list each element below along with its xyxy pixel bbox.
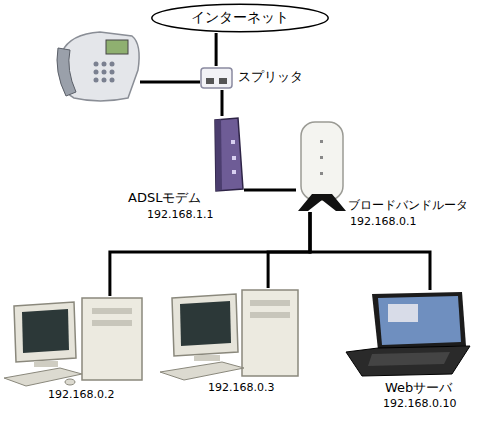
splitter-port bbox=[206, 78, 214, 84]
laptop-screen bbox=[378, 296, 461, 345]
monitor-stand bbox=[194, 355, 220, 361]
pc-node: 192.168.0.3 bbox=[158, 288, 300, 378]
label-holder: スプリッタ bbox=[238, 69, 303, 85]
splitter-port bbox=[219, 78, 227, 84]
ip-address: 192.168.0.2 bbox=[48, 388, 114, 401]
label-holder: 192.168.0.1 bbox=[350, 215, 416, 228]
phone-key bbox=[110, 70, 115, 75]
telephone bbox=[57, 32, 139, 101]
monitor-screen bbox=[180, 301, 231, 346]
phone-wire bbox=[140, 81, 200, 84]
phone-key bbox=[110, 62, 115, 67]
monitor-screen bbox=[22, 309, 69, 353]
modem-led bbox=[232, 156, 236, 160]
broadband-router bbox=[298, 122, 346, 211]
device-name: Webサーバ bbox=[385, 380, 452, 395]
ip-address: 192.168.0.1 bbox=[350, 215, 416, 228]
modem-led bbox=[232, 170, 236, 174]
network-cable bbox=[310, 212, 430, 290]
desktop-pc bbox=[4, 298, 142, 386]
drive-bay bbox=[250, 300, 290, 306]
router-led bbox=[320, 172, 323, 175]
ip-address: 192.168.1.1 bbox=[147, 208, 213, 221]
ellipse-shape bbox=[152, 4, 328, 32]
device-name: ADSLモデム bbox=[128, 190, 201, 205]
desktop-pc bbox=[160, 290, 298, 380]
network-cable bbox=[268, 212, 310, 288]
ip-address: 192.168.0.3 bbox=[208, 381, 274, 394]
monitor bbox=[14, 302, 76, 362]
ip-address: 192.168.0.10 bbox=[383, 397, 456, 410]
network-cable bbox=[244, 189, 296, 192]
router-case bbox=[301, 122, 343, 200]
label-holder: ブロードバンドルータ bbox=[348, 198, 468, 212]
mouse bbox=[65, 379, 75, 385]
monitor-stand bbox=[34, 361, 58, 367]
phone-key bbox=[94, 78, 99, 83]
label-holder: ADSLモデム bbox=[128, 190, 201, 206]
phone-key bbox=[94, 62, 99, 67]
phone-key bbox=[110, 78, 115, 83]
server-node: Webサーバ192.168.0.10 bbox=[343, 290, 471, 378]
phone-key bbox=[94, 70, 99, 75]
modem-node: ADSLモデム192.168.1.1 bbox=[212, 116, 244, 194]
router-node: ブロードバンドルータ192.168.0.1 bbox=[296, 118, 348, 212]
splitter bbox=[201, 68, 232, 88]
internet-cloud: インターネット bbox=[150, 3, 330, 33]
monitor bbox=[172, 294, 238, 356]
drive-bay bbox=[250, 312, 290, 318]
phone-keys bbox=[94, 62, 115, 83]
node-title: インターネット bbox=[191, 9, 289, 27]
network-cable bbox=[221, 90, 224, 116]
splitter-node: スプリッタ bbox=[198, 66, 234, 90]
router-stand bbox=[298, 194, 346, 211]
phone-key bbox=[102, 78, 107, 83]
pc-node: 192.168.0.2 bbox=[4, 296, 146, 384]
phone-display bbox=[106, 40, 128, 54]
network-cable bbox=[215, 33, 218, 66]
splitter-case bbox=[201, 68, 232, 88]
laptop-base bbox=[346, 346, 470, 376]
device-name: ブロードバンドルータ bbox=[348, 198, 468, 212]
network-cable bbox=[110, 212, 310, 296]
label-holder: 192.168.0.3 bbox=[208, 381, 274, 394]
laptop-keyboard bbox=[368, 352, 450, 366]
phone-key bbox=[102, 62, 107, 67]
tower bbox=[242, 290, 298, 376]
modem-led bbox=[231, 140, 235, 144]
screen-window bbox=[388, 304, 418, 322]
modem-case bbox=[215, 118, 243, 191]
label-holder: 192.168.1.1 bbox=[147, 208, 213, 221]
ip-address: スプリッタ bbox=[238, 69, 303, 84]
tower bbox=[82, 298, 142, 380]
keyboard bbox=[4, 368, 82, 386]
modem-side bbox=[215, 119, 222, 191]
laptop bbox=[346, 292, 470, 376]
label-holder: 192.168.0.10 bbox=[383, 397, 456, 410]
laptop-lid bbox=[372, 292, 466, 350]
label-holder: Webサーバ bbox=[385, 380, 452, 396]
drive-bay bbox=[92, 308, 132, 314]
label-holder: 192.168.0.2 bbox=[48, 388, 114, 401]
router-led bbox=[320, 156, 323, 159]
keyboard bbox=[160, 362, 244, 380]
router-led bbox=[320, 140, 323, 143]
phone-key bbox=[102, 70, 107, 75]
phone-handset bbox=[57, 48, 76, 96]
drive-bay bbox=[92, 320, 132, 326]
adsl-modem bbox=[215, 118, 243, 191]
